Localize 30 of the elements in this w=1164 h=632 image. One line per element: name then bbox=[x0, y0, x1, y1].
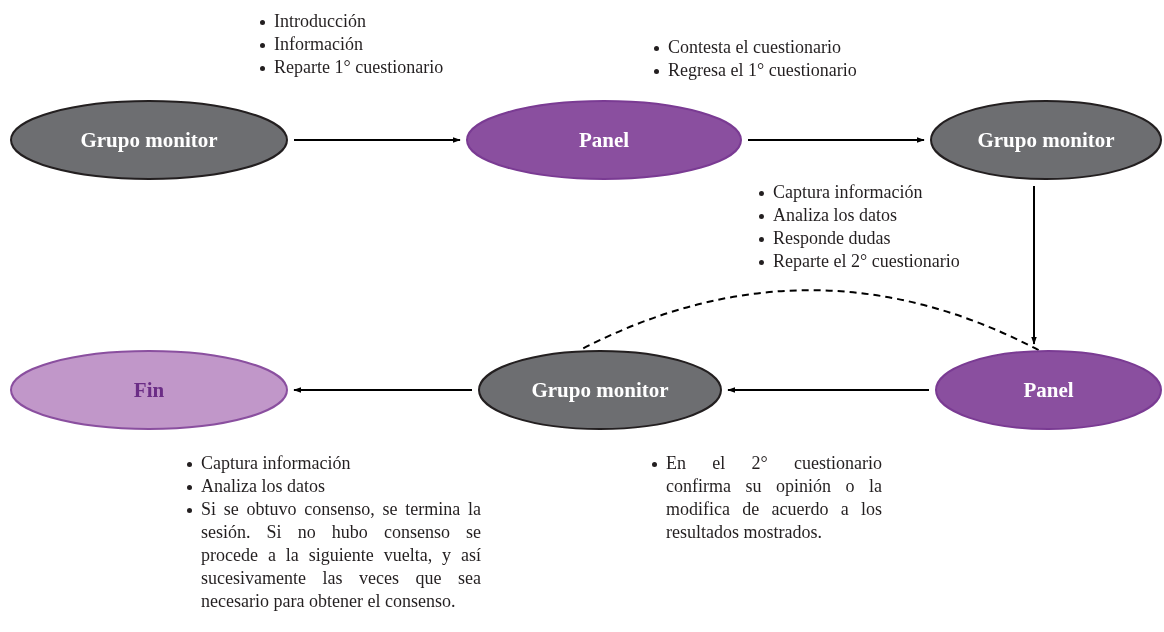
arrow bbox=[293, 137, 461, 143]
process-ellipse bbox=[10, 350, 288, 430]
process-ellipse bbox=[466, 100, 742, 180]
bullet-item: Reparte 1° cuestionario bbox=[258, 56, 498, 79]
process-ellipse bbox=[930, 100, 1162, 180]
bullet-item: Responde dudas bbox=[757, 227, 1027, 250]
arrow bbox=[293, 387, 473, 393]
ellipse-label: Grupo monitor bbox=[531, 377, 669, 403]
ellipse-label: Grupo monitor bbox=[80, 127, 218, 153]
bullet-item: Analiza los datos bbox=[185, 475, 481, 498]
ellipse-label: Panel bbox=[1023, 377, 1074, 403]
ellipse-label: Panel bbox=[578, 127, 630, 153]
bullet-item: Si se obtuvo consenso, se termina la sesión. Si no hubo consenso se procede a la siguiente vuelta, y así sucesivamente las veces que sea necesario para obtener el consenso. bbox=[185, 498, 481, 613]
bullet-item: Captura información bbox=[185, 452, 481, 475]
bullet-item: Analiza los datos bbox=[757, 204, 1027, 227]
bullet-item: Captura información bbox=[757, 181, 1027, 204]
process-ellipse bbox=[478, 350, 722, 430]
bullet-item: Introducción bbox=[258, 10, 498, 33]
process-ellipse bbox=[10, 100, 288, 180]
bullet-item: Información bbox=[258, 33, 498, 56]
bullet-item: Contesta el cuestionario bbox=[652, 36, 912, 59]
ellipse-label: Grupo monitor bbox=[977, 127, 1115, 153]
arrow bbox=[1031, 185, 1037, 345]
bullet-item: En el 2° cuestionario confirma su opinión o la modifica de acuerdo a los resultados mostrados. bbox=[650, 452, 882, 544]
process-ellipse bbox=[935, 350, 1162, 430]
ellipse-label: Fin bbox=[133, 377, 165, 403]
arrow bbox=[747, 137, 925, 143]
bullet-item: Reparte el 2° cuestionario bbox=[757, 250, 1027, 273]
bullet-item: Regresa el 1° cuestionario bbox=[652, 59, 912, 82]
arrow bbox=[727, 387, 930, 393]
